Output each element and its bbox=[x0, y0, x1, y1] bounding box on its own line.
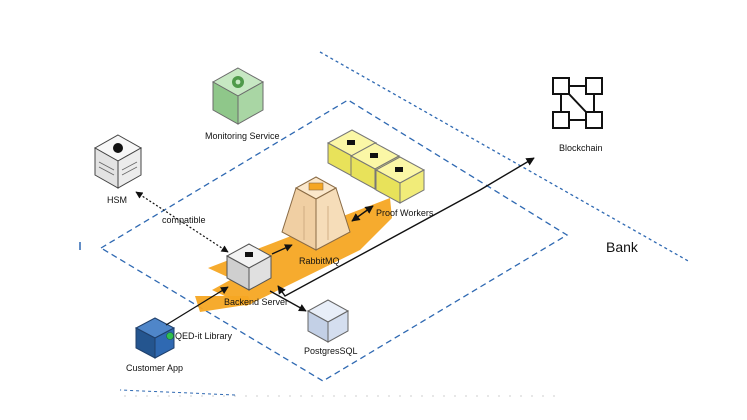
qedit-library-label: QED-it Library bbox=[175, 331, 233, 341]
compatible-edge-label: compatible bbox=[162, 215, 206, 225]
customer-backend-connector bbox=[165, 286, 229, 326]
blockchain-label: Blockchain bbox=[559, 143, 603, 153]
postgresql-icon bbox=[306, 299, 350, 343]
monitoring-service-label: Monitoring Service bbox=[205, 131, 280, 141]
private-network-boundary bbox=[99, 99, 569, 382]
blockchain-icon bbox=[552, 77, 603, 129]
bank-zone-boundary-low bbox=[119, 389, 236, 396]
proof-workers-icon bbox=[326, 129, 426, 204]
rabbitmq-label: RabbitMQ bbox=[299, 256, 340, 266]
monitoring-service-icon bbox=[211, 67, 265, 125]
bank-zone-boundary bbox=[319, 51, 691, 263]
bank-zone-label: Bank bbox=[606, 239, 638, 255]
customer-app-icon bbox=[134, 317, 176, 359]
backend-postgres-connector bbox=[269, 290, 307, 312]
backend-blockchain-connector bbox=[277, 157, 535, 297]
proof-workers-label: Proof Workers bbox=[376, 208, 434, 218]
message-flow-ribbon-lower bbox=[195, 296, 252, 312]
postgresql-label: PostgresSQL bbox=[304, 346, 358, 356]
backend-server-icon bbox=[225, 243, 273, 291]
backend-server-label: Backend Server bbox=[224, 297, 289, 307]
customer-app-label: Customer App bbox=[126, 363, 184, 373]
hsm-label: HSM bbox=[107, 195, 127, 205]
hsm-icon bbox=[93, 134, 143, 189]
